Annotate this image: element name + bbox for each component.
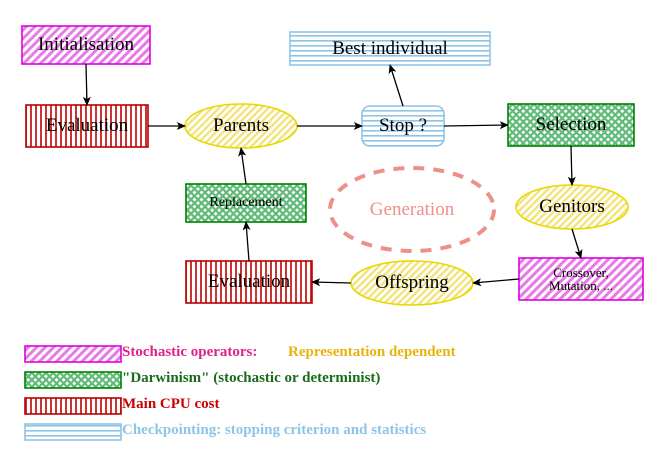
node-shape-parents xyxy=(184,103,298,149)
edge-replacement-to-parents xyxy=(238,147,247,185)
node-shape-selection xyxy=(507,103,635,147)
node-shape-initialisation xyxy=(21,25,151,65)
legend-swatches xyxy=(24,345,122,441)
edge-offspring-to-eval xyxy=(311,278,352,287)
edge-stop-to-selection xyxy=(443,121,509,130)
edge-lines xyxy=(82,63,583,287)
node-shape-best-individual xyxy=(289,31,491,66)
legend-label-stochastic-operators-detail: Representation dependent xyxy=(288,344,456,360)
node-shape-crossover-mutation xyxy=(518,257,644,301)
edge-genitors-to-crossover xyxy=(571,228,583,259)
legend-label-stochastic-operators: Stochastic operators: xyxy=(122,344,258,360)
edge-eval-to-replacement xyxy=(242,221,251,262)
edge-init-to-eval xyxy=(82,63,91,106)
legend-swatch-stochastic-operators xyxy=(24,345,122,363)
node-shape-genitors xyxy=(515,184,629,230)
legend-label-checkpointing: Checkpointing: stopping criterion and st… xyxy=(122,422,427,438)
legend-label-darwinism: "Darwinism" (stochastic or determinist) xyxy=(122,370,381,386)
legend-swatch-checkpointing xyxy=(24,423,122,441)
legend-label-main-cpu-cost: Main CPU cost xyxy=(122,396,220,412)
node-shape-offspring xyxy=(350,260,474,306)
legend-swatch-darwinism xyxy=(24,371,122,389)
node-shape-evaluation-bottom xyxy=(185,260,313,304)
edge-selection-to-genitors xyxy=(567,145,576,186)
node-shape-evaluation-top xyxy=(25,104,149,148)
node-shapes xyxy=(21,25,644,306)
node-shape-replacement xyxy=(185,183,307,223)
node-shape-stop xyxy=(361,105,445,147)
edge-crossover-to-offspring xyxy=(472,278,520,287)
legend-swatch-main-cpu-cost xyxy=(24,397,122,415)
node-shape-generation xyxy=(328,166,496,253)
edge-stop-to-best xyxy=(388,64,404,107)
